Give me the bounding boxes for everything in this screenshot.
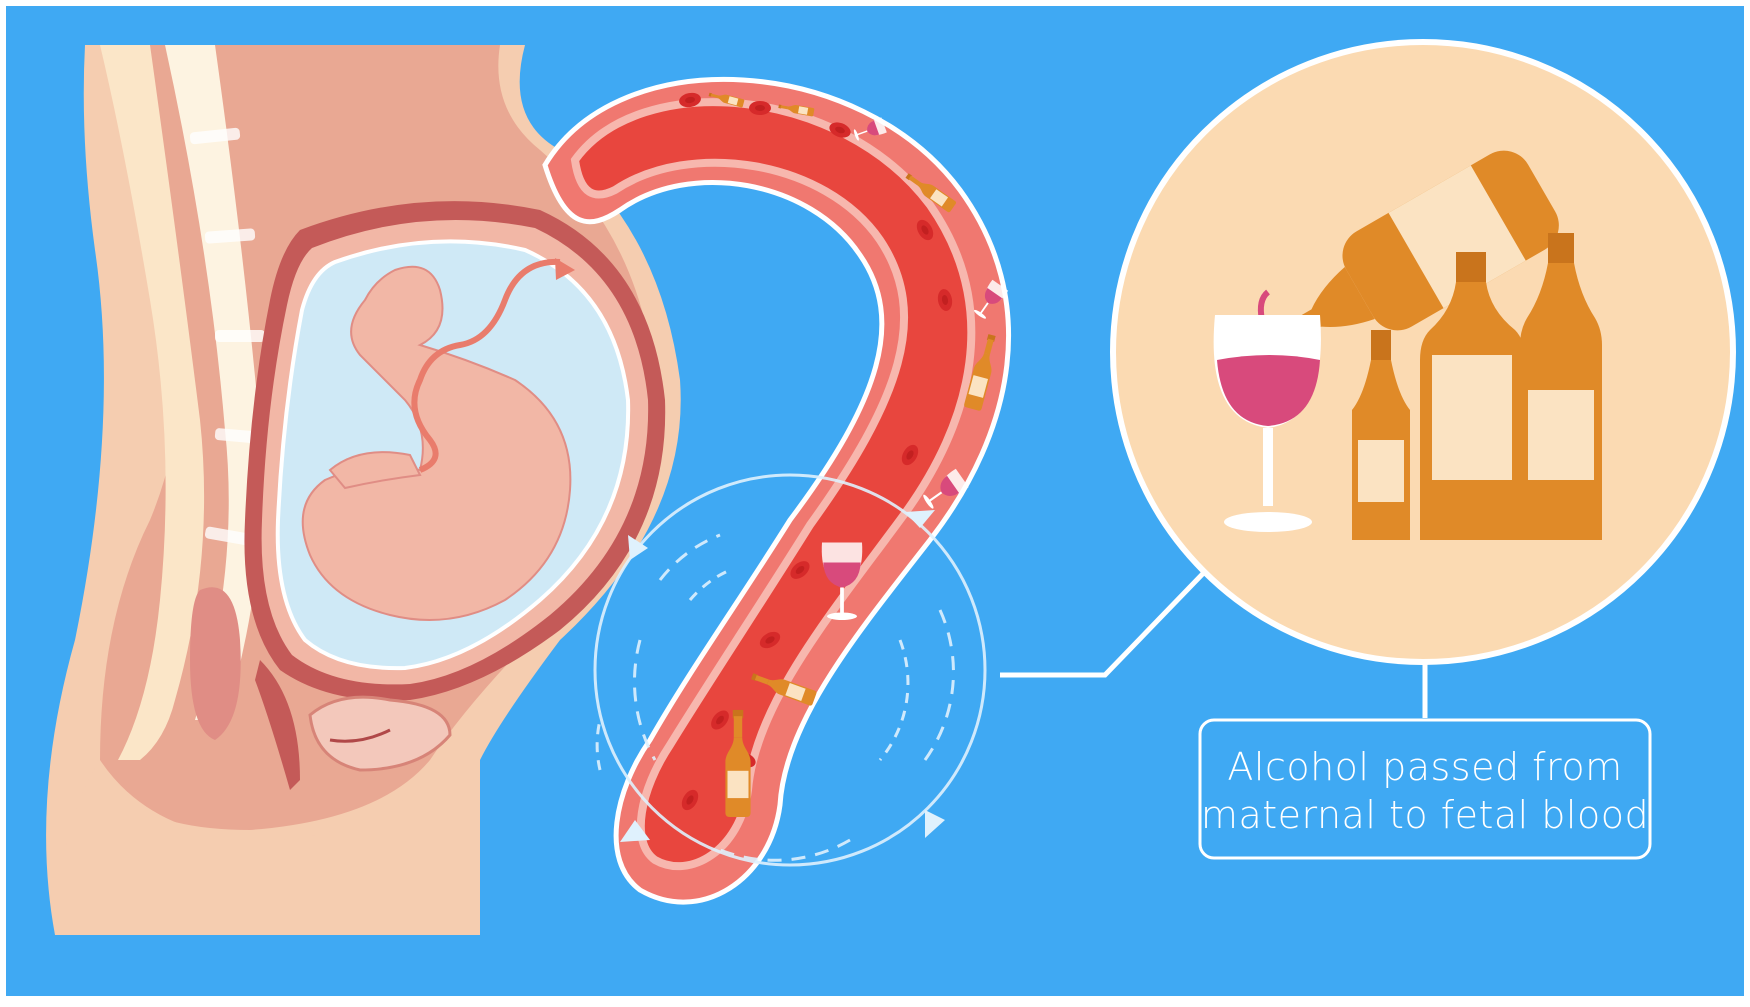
caption-line-2: maternal to fetal blood bbox=[1200, 791, 1650, 839]
alcohol-inset bbox=[1113, 42, 1733, 662]
caption-line-1: Alcohol passed from bbox=[1200, 743, 1650, 791]
